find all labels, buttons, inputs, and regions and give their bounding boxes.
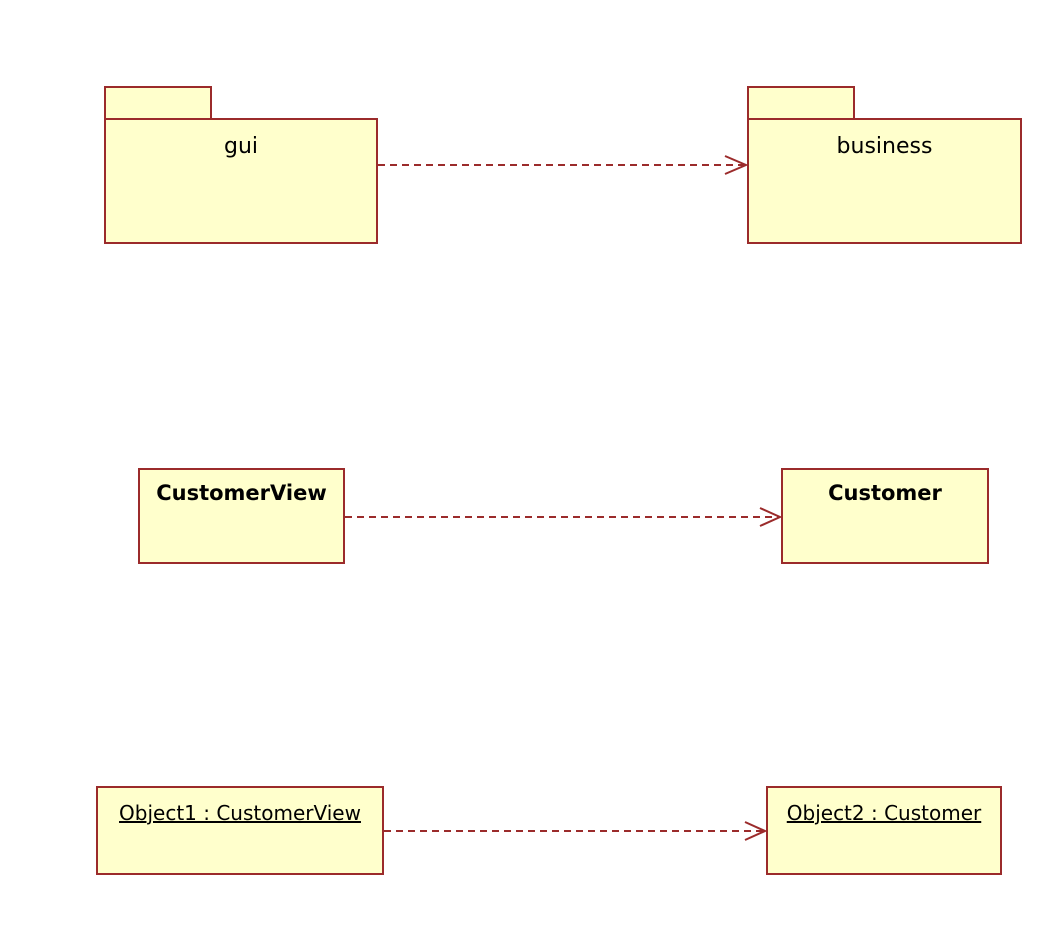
object-object2[interactable]: Object2 : Customer xyxy=(766,786,1002,875)
package-business-tab xyxy=(747,86,855,120)
object-object1[interactable]: Object1 : CustomerView xyxy=(96,786,384,875)
package-gui-tab xyxy=(104,86,212,120)
dependency-gui-to-business xyxy=(378,155,749,175)
class-customer-name: Customer xyxy=(828,481,942,505)
package-business[interactable]: business xyxy=(747,118,1022,244)
open-arrowhead-icon xyxy=(744,821,768,841)
open-arrowhead-icon xyxy=(759,507,783,527)
package-business-name: business xyxy=(836,134,933,159)
package-gui[interactable]: gui xyxy=(104,118,378,244)
object-object2-label: Object2 : Customer xyxy=(786,801,982,825)
open-arrowhead-icon xyxy=(724,155,749,175)
class-customer[interactable]: Customer xyxy=(781,468,989,564)
class-customerview[interactable]: CustomerView xyxy=(138,468,345,564)
object-object1-label: Object1 : CustomerView xyxy=(119,801,361,825)
package-gui-name: gui xyxy=(223,134,259,159)
dependency-customerview-to-customer xyxy=(345,507,783,527)
dependency-object1-to-object2 xyxy=(384,821,768,841)
class-customerview-name: CustomerView xyxy=(156,481,327,505)
